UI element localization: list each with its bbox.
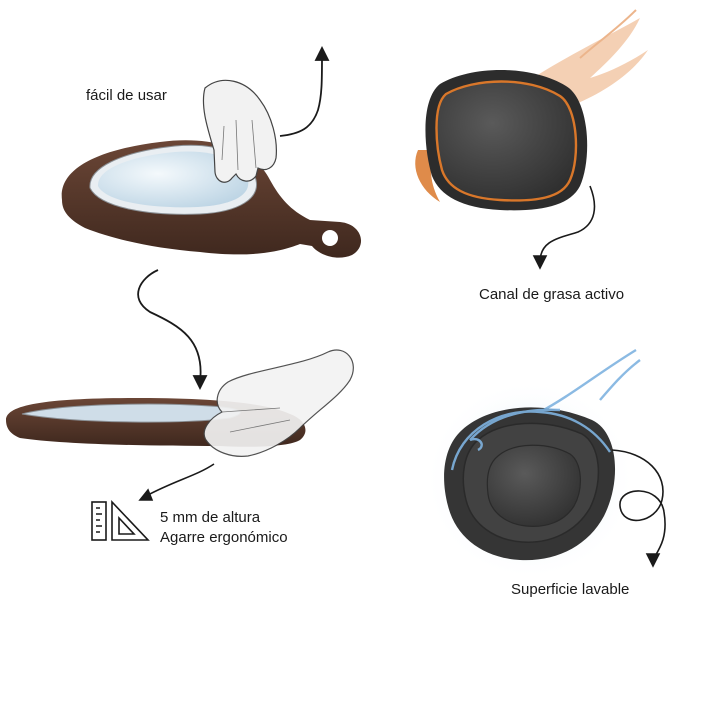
curved-arrow-icon: [137, 269, 208, 391]
label-easy-use: fácil de usar: [86, 87, 167, 104]
curved-arrow-icon: [138, 463, 215, 501]
hand-icon: [202, 79, 277, 183]
splash-icon: [450, 348, 641, 471]
pan-grease: [425, 70, 588, 211]
hand-icon: [203, 349, 354, 457]
ruler-triangle-icon: [91, 499, 150, 541]
pan-washable: [444, 407, 616, 561]
label-grip: Agarre ergonómico: [160, 529, 288, 546]
curved-arrow-icon: [279, 45, 330, 137]
label-grease-channel: Canal de grasa activo: [479, 286, 625, 303]
curved-arrow-icon: [611, 449, 666, 568]
label-height: 5 mm de altura: [160, 509, 261, 526]
board-top: [61, 140, 362, 258]
curved-arrow-icon: [532, 185, 596, 270]
label-washable: Superficie lavable: [511, 581, 630, 598]
